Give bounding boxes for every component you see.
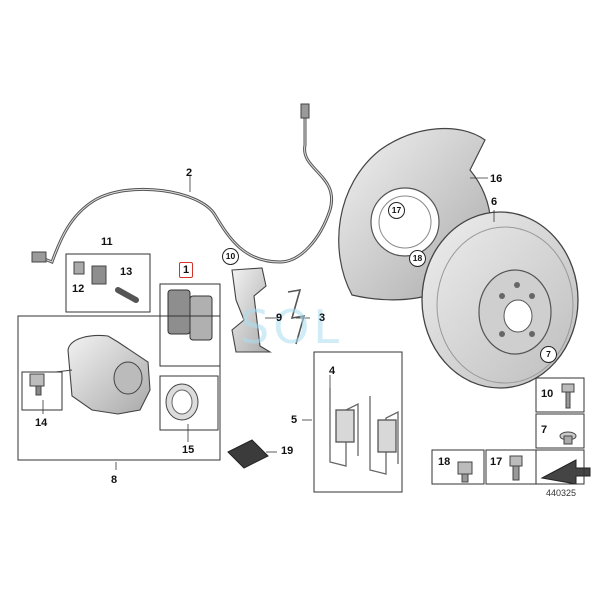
part-label-13: 13 — [120, 266, 133, 278]
pad-retaining-clips — [329, 388, 399, 475]
part-label-15: 15 — [182, 444, 195, 456]
part-label-9: 9 — [276, 312, 283, 324]
guide-bolt-set — [73, 261, 139, 303]
part-label-16: 16 — [490, 173, 503, 185]
part-label-19: 19 — [281, 445, 294, 457]
piston-seal — [165, 383, 199, 421]
part-label-7-circled: 7 — [540, 346, 557, 363]
hardware-label-10: 10 — [541, 388, 554, 400]
part-label-3: 3 — [319, 312, 326, 324]
group-boxes — [17, 253, 585, 493]
part-label-6: 6 — [491, 196, 498, 208]
part-label-17-circled: 17 — [388, 202, 405, 219]
part-label-8: 8 — [111, 474, 118, 486]
part-label-11: 11 — [101, 236, 113, 248]
watermark-text: SOL — [240, 300, 344, 354]
part-label-18-circled: 18 — [409, 250, 426, 267]
sensor-plug-top — [300, 103, 310, 119]
part-label-12: 12 — [72, 283, 85, 295]
part-label-2: 2 — [186, 167, 193, 179]
leader-lines — [42, 175, 495, 470]
part-label-4: 4 — [329, 365, 336, 377]
hardware-label-17: 17 — [490, 456, 503, 468]
bleeder-screw — [29, 373, 45, 396]
brake-pads — [167, 289, 213, 341]
caliper-housing — [55, 334, 151, 415]
part-label-5: 5 — [291, 414, 298, 426]
brake-disc — [421, 211, 579, 389]
anti-squeal-shim — [227, 439, 269, 469]
hardware-label-18: 18 — [438, 456, 451, 468]
diagram-number: 440325 — [546, 488, 577, 498]
part-label-10-circled: 10 — [222, 248, 239, 265]
part-label-14: 14 — [35, 417, 48, 429]
part-label-1: 1 — [179, 262, 193, 278]
caliper-carrier — [231, 267, 272, 353]
hardware-icons — [457, 383, 591, 485]
wear-sensor-wire — [40, 108, 334, 264]
sensor-plug-left — [31, 251, 47, 263]
guide-spring — [287, 289, 306, 345]
hardware-label-7: 7 — [541, 424, 548, 436]
